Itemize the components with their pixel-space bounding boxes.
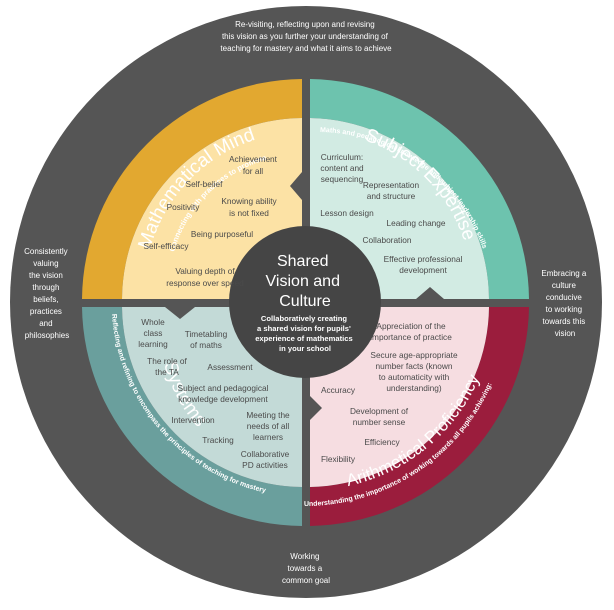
- arithmetic-item-efficiency: Efficiency: [364, 437, 400, 447]
- expertise-item-lesson-design: Lesson design: [320, 208, 374, 218]
- systems-item-assessment: Assessment: [207, 362, 253, 372]
- outer-right-text: Embracing a culture conducive to working…: [541, 269, 588, 338]
- expertise-item-collaboration: Collaboration: [363, 235, 412, 245]
- center-hub: [229, 226, 381, 378]
- mindsets-item-self-belief: Self-belief: [186, 179, 224, 189]
- arithmetic-band: [310, 307, 529, 526]
- outer-left-text: Consistently valuing the vision through …: [24, 247, 70, 340]
- systems-item-intervention: Intervention: [171, 415, 215, 425]
- mindsets-item-self-efficacy: Self-efficacy: [143, 241, 189, 251]
- outer-top-text: Re-visiting, reflecting upon and revisin…: [220, 20, 392, 53]
- mindsets-item-purposeful: Being purposeful: [191, 229, 253, 239]
- systems-band: [82, 307, 302, 526]
- arithmetic-item-flexibility: Flexibility: [321, 454, 356, 464]
- mindsets-item-positivity: Positivity: [167, 202, 201, 212]
- outer-bottom-text: Working towards a common goal: [282, 552, 330, 585]
- center-title: Shared Vision and Culture: [266, 253, 345, 310]
- expertise-band: [310, 79, 529, 299]
- expertise-item-leading-change: Leading change: [386, 218, 445, 228]
- arithmetic-item-accuracy: Accuracy: [321, 385, 356, 395]
- mindsets-band: [82, 79, 302, 299]
- systems-item-tracking: Tracking: [202, 435, 234, 445]
- center-subtitle: Collaboratively creating a shared vision…: [255, 314, 355, 353]
